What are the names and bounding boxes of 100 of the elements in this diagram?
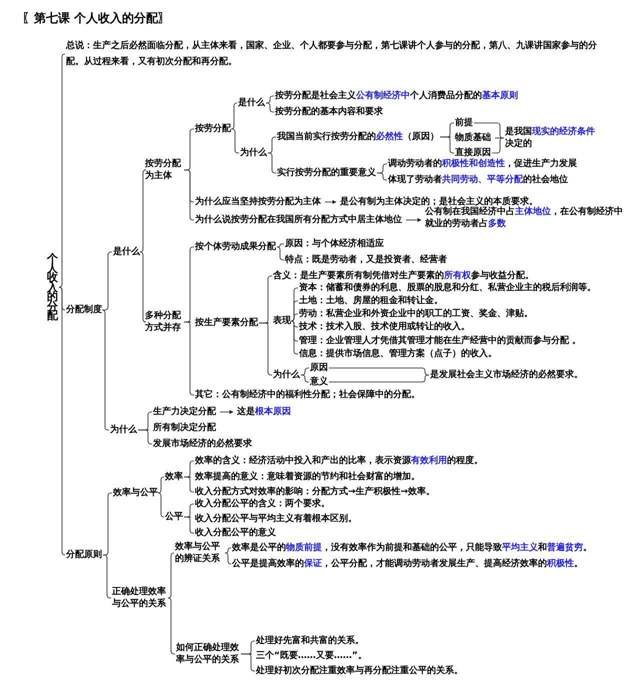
brace-line <box>290 320 298 354</box>
note-text: 公有制在我国经济中占主体地位，在公有制经济中就业的劳动者占多数 <box>425 206 630 230</box>
brace-line <box>186 516 192 518</box>
note-text: 按劳分配是社会主义公有制经济中个人消费品分配的基本原则 <box>275 90 518 102</box>
brace-line <box>168 598 176 654</box>
brace-line <box>224 552 232 564</box>
note-text: 前提 <box>455 117 473 129</box>
note-text: 技术：技术入股、技术使用或转让的收入。 <box>299 321 470 333</box>
brace-line <box>276 244 284 248</box>
brace-line <box>230 102 238 130</box>
note-text: 处理好先富和共富的关系。 <box>256 635 364 647</box>
brace-line <box>376 172 388 180</box>
brace-line <box>440 136 454 154</box>
brace-line <box>184 516 194 534</box>
note-text: 我国当前实行按劳分配的必然性（原因） <box>277 131 439 143</box>
brace-line <box>492 138 504 154</box>
brace-line <box>328 374 430 382</box>
note-text: 效率的含义：经济活动中投入和产出的比率，表示资源有效利用的程度。 <box>195 455 483 467</box>
note-text: 公平是提高效率的保证，公平分配，才能调动劳动者发展生产、提高经济效率的积极性。 <box>232 558 583 570</box>
note-text: 意义 <box>310 376 328 388</box>
note-text: 收入分配公平的含义：两个要求。 <box>195 498 330 510</box>
note-text: 物质基础 <box>455 132 491 144</box>
arrow <box>220 410 234 414</box>
note-text: 是我国现实的经济条件决定的 <box>505 126 597 150</box>
branch-label: 是什么 <box>238 97 265 109</box>
brace-line <box>240 654 256 672</box>
note-text: 收入分配公平的意义 <box>195 527 276 539</box>
brace-line <box>268 152 276 174</box>
note-text: 其它：公有制经济中的福利性分配；社会保障中的分配。 <box>195 389 420 401</box>
note-text: 实行按劳分配的重要意义 <box>277 167 376 179</box>
brace-line <box>290 314 298 322</box>
branch-label: 是什么 <box>113 246 140 258</box>
brace-line <box>300 374 310 382</box>
note-text: 调动劳动者的积极性和创造性，促进生产力发展 <box>388 158 577 170</box>
note-text: 所有制决定分配 <box>153 422 216 434</box>
brace-line <box>102 554 112 598</box>
note-text: 效率提高的意义：意味着资源的节约和社会财富的增加。 <box>195 471 420 483</box>
note-text: 是发展社会主义市场经济的必然要求。 <box>430 369 583 381</box>
branch-label: 按劳分配为主体 <box>145 158 183 182</box>
brace-line <box>138 430 152 444</box>
branch-label: 正确处理效率与公平的关系 <box>112 586 168 610</box>
brace-line <box>186 476 192 478</box>
note-text: 管理：企业管理人才凭借其管理才能在生产经营中的贡献而参与分配 。 <box>299 335 582 347</box>
note-text: 效率是公平的物质前提，没有效率作为前提和基础的公平，只能导致平均主义和普遍贫穷。 <box>232 542 592 554</box>
note-text: 生产力决定分配 <box>153 406 216 418</box>
branch-label: 为什么 <box>110 424 137 436</box>
branch-label: 效率与公平的辨证关系 <box>175 541 225 565</box>
note-text: 收入分配方式对效率的影响：分配方式→生产积极性→效率。 <box>195 486 436 498</box>
brace-line <box>184 476 194 492</box>
summary-text: 总说：生产之后必然面临分配，从主体来看，国家、企业、个人都要参与分配，第七课讲个人参与的分配，第八、九课讲国家参与的分配。从过程来看，又有初次分配和再分配。 <box>66 38 601 70</box>
brace-line <box>102 492 112 556</box>
note-text: 含义：是生产要素所有制凭借对生产要素的所有权参与收益分配。 <box>273 270 534 282</box>
branch-label: 为什么 <box>273 369 300 381</box>
note-text: 原因：与个体经济相适应 <box>285 238 384 250</box>
note-text: 资本：储蓄和债券的利息、股票的股息和分红、私营企业主的税后利润等。 <box>299 282 596 294</box>
topic-label: 个人收入的分配 <box>47 254 59 320</box>
brace-line <box>58 286 66 556</box>
brace-line <box>184 170 194 220</box>
arrow <box>324 200 336 204</box>
brace-line <box>102 310 110 430</box>
note-text: 为什么说按劳分配在我国所有分配方式中居主体地位 <box>195 214 402 226</box>
brace-line <box>268 136 276 154</box>
branch-label: 表现 <box>273 315 291 327</box>
note-text: 三个“既要……又要……”。 <box>256 650 367 662</box>
note-text: 劳动：私营企业和外资企业中的职工的工资、奖金、津贴。 <box>299 308 533 320</box>
note-text: 收入分配公平与平均主义有着根本区别。 <box>195 513 357 525</box>
note-text: 直接原因 <box>455 147 491 159</box>
brace-line <box>300 368 310 376</box>
branch-label: 按劳分配 <box>195 123 231 135</box>
branch-label: 多种分配方式并存 <box>145 310 183 334</box>
note-text: 处理好初次分配注重效率与再分配注重公平的关系。 <box>256 665 463 677</box>
brace-line <box>328 368 430 376</box>
note-text: 为什么应当坚持按劳分配为主体 <box>195 196 321 208</box>
brace-line <box>184 322 194 396</box>
page-title: 〖第七课 个人收入的分配〗 <box>22 10 170 27</box>
brace-line <box>158 476 164 494</box>
note-text: 发展市场经济的必然要求 <box>153 438 252 450</box>
note-text: 特点：既是劳动者，又是投资者、经营者 <box>285 254 447 266</box>
brace-line <box>168 552 174 598</box>
brace-line <box>225 548 232 554</box>
branch-label: 效率与公平 <box>113 487 158 499</box>
brace-line <box>158 492 164 518</box>
brace-line <box>140 252 146 322</box>
branch-label: 效率 <box>165 471 183 483</box>
brace-line <box>474 122 504 138</box>
brace-line <box>58 54 66 288</box>
note-text: 这是根本原因 <box>237 406 291 418</box>
branch-label: 按生产要素分配 <box>195 317 258 329</box>
note-text: 按劳分配的基本内容和要求 <box>275 106 383 118</box>
note-text: 信息：提供市场信息、管理方案（点子）的收入。 <box>299 348 497 360</box>
note-text: 体现了劳动者共同劳动、平等分配的社会地位 <box>388 174 568 186</box>
brace-line <box>140 170 146 252</box>
brace-line <box>232 128 240 154</box>
note-text: 土地：土地、房屋的租金和转让金。 <box>299 295 443 307</box>
brace-line <box>266 102 274 112</box>
branch-label: 为什么 <box>240 147 267 159</box>
branch-label: 公平 <box>165 511 183 523</box>
brace-line <box>258 322 272 376</box>
arrow <box>406 218 422 222</box>
branch-label: 分配制度 <box>66 304 102 316</box>
